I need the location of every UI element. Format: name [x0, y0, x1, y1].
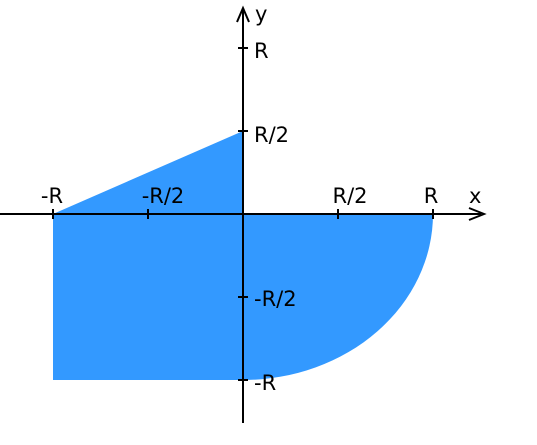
x-axis-arrow	[468, 207, 487, 221]
x-tick-label-neg-r: -R	[41, 184, 63, 208]
x-tick-label-neg-r-half: -R/2	[142, 184, 185, 208]
region-rectangle-q3	[53, 214, 243, 380]
tick-marks	[52, 47, 434, 381]
y-tick-label-r: R	[254, 39, 269, 63]
x-tick-label-r: R	[424, 184, 439, 208]
y-tick-labels: R R/2 -R/2 -R	[254, 39, 297, 395]
x-axis-label: x	[469, 184, 481, 208]
axes	[0, 5, 487, 423]
y-axis-arrow	[236, 5, 250, 23]
region-triangle-q2	[53, 131, 243, 214]
region-quarter-circle-q4	[243, 214, 433, 380]
y-tick-label-neg-r: -R	[254, 371, 276, 395]
x-tick-labels: -R -R/2 R/2 R	[41, 184, 438, 208]
y-axis-label: y	[255, 2, 267, 26]
x-tick-label-r-half: R/2	[332, 184, 367, 208]
shaded-region	[53, 131, 433, 380]
y-tick-label-r-half: R/2	[254, 123, 289, 147]
y-tick-label-neg-r-half: -R/2	[254, 287, 297, 311]
